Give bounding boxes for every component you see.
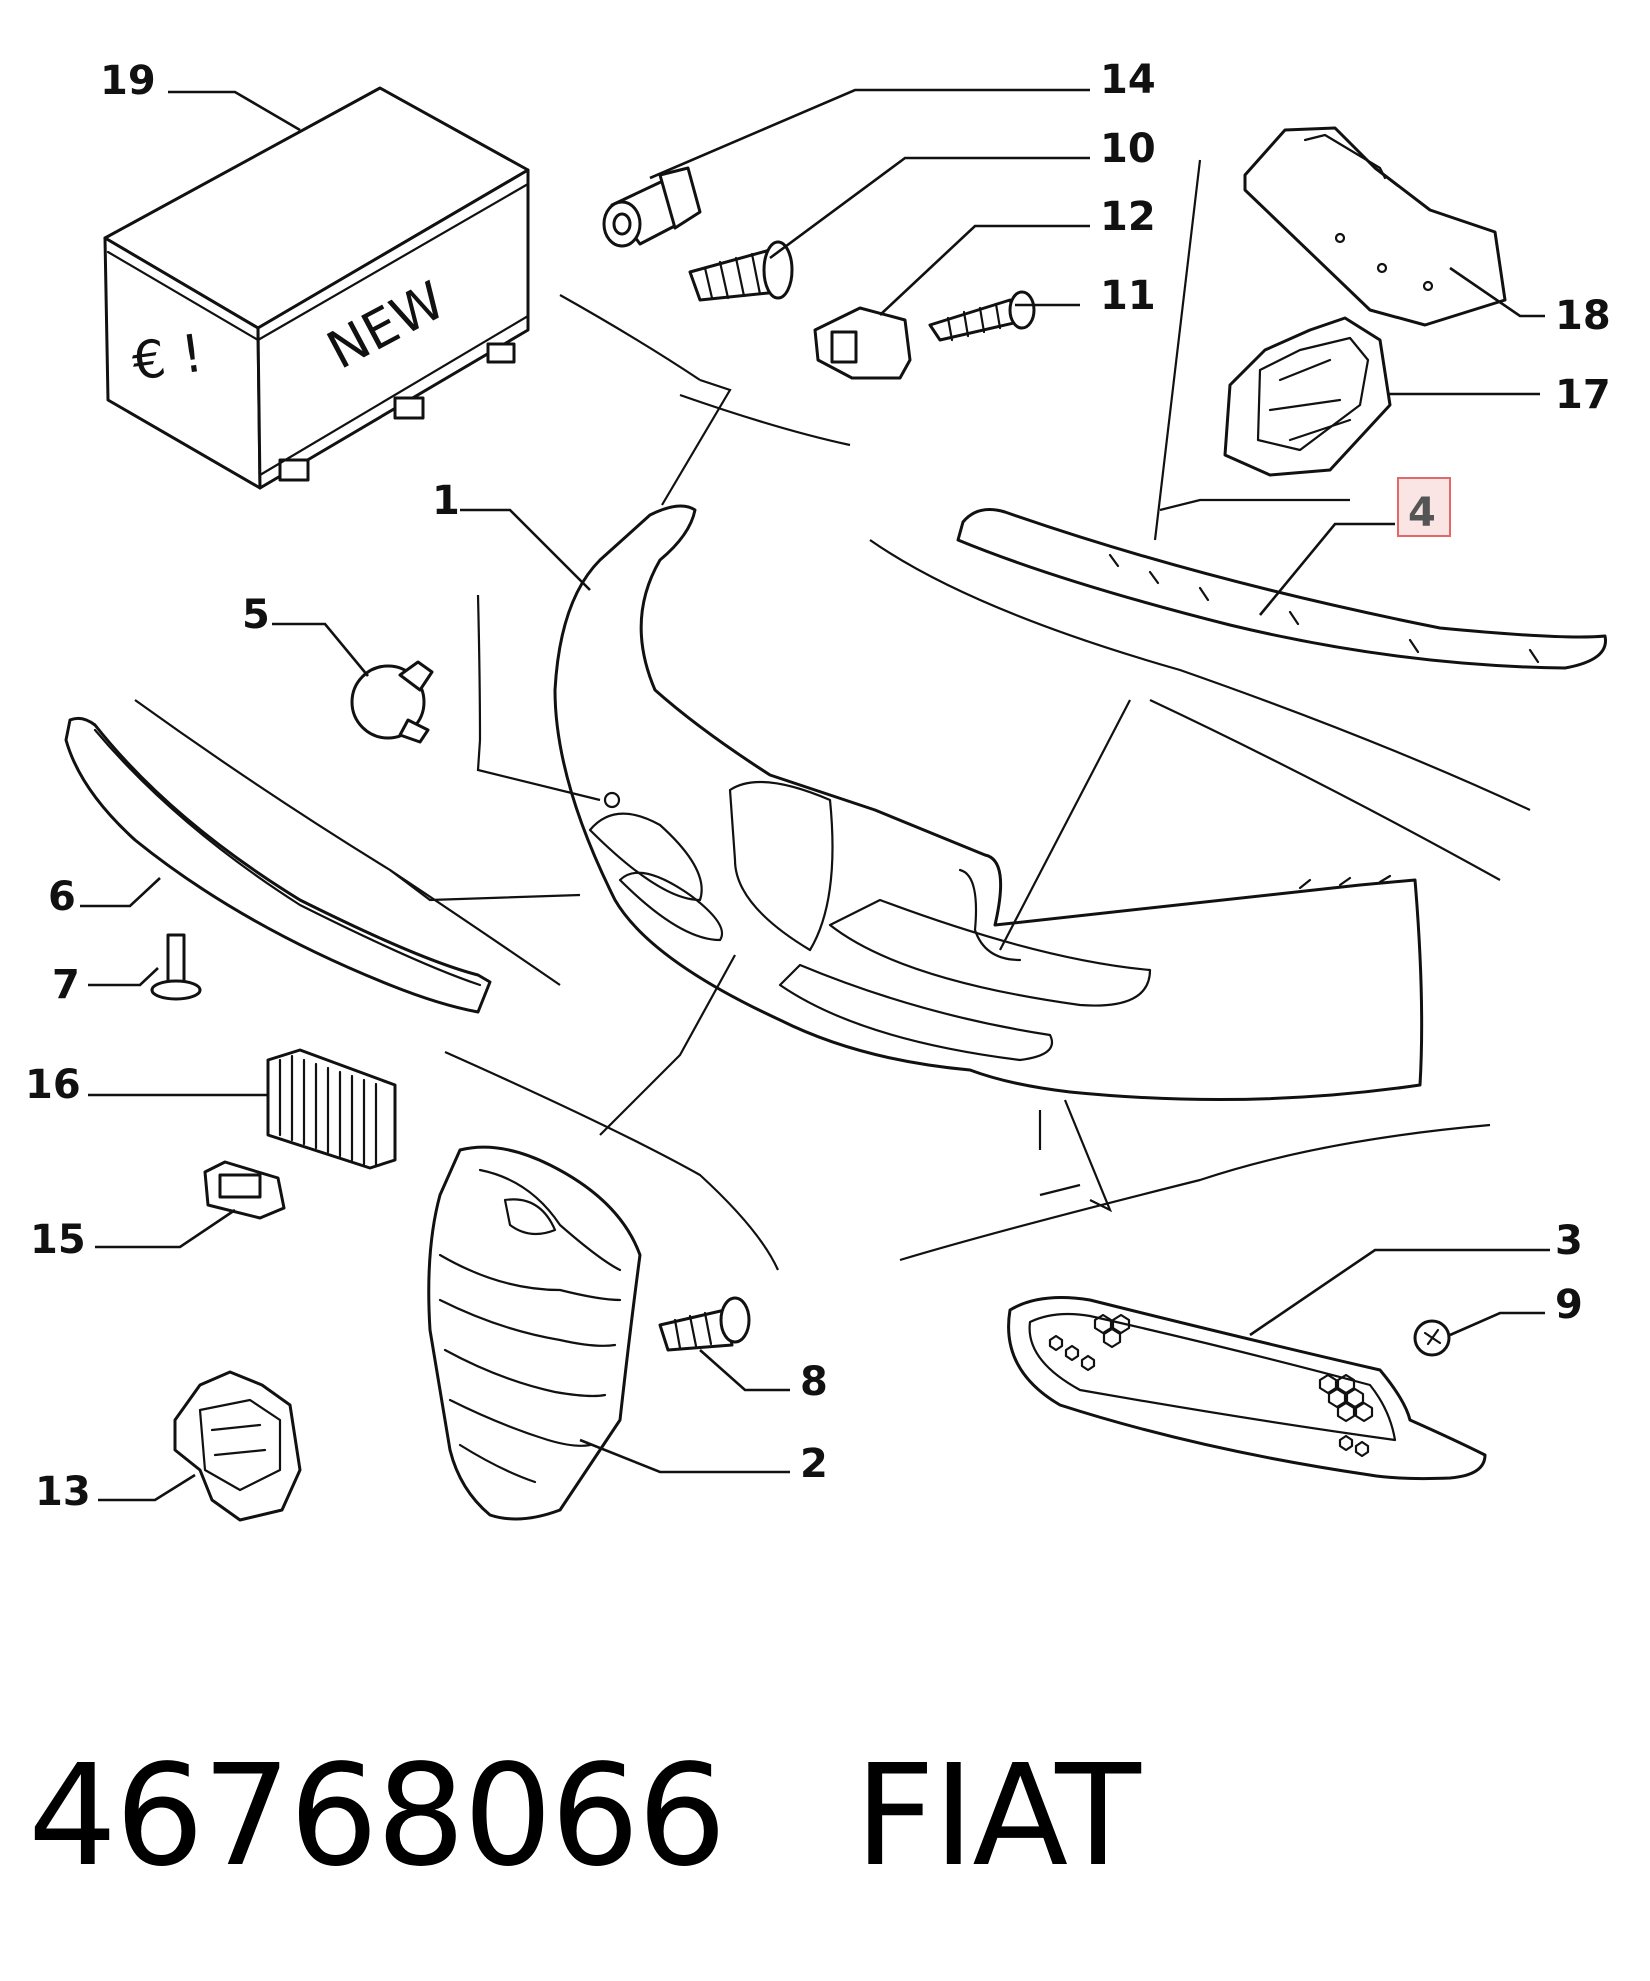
part-number-footer: 46768066 FIAT — [28, 1735, 1141, 1898]
part-13-mount — [173, 1370, 302, 1522]
part-6-trim-strip — [64, 716, 492, 1014]
part-14-nut-insert — [602, 166, 702, 248]
part-2-grille — [427, 1145, 642, 1521]
crate-currency-mark: € ! — [128, 324, 206, 393]
context-lines — [134, 294, 1531, 1271]
callout-12: 12 — [1100, 194, 1156, 240]
callout-labels: 19 14 10 12 11 18 17 1 4 5 6 7 16 15 3 9… — [25, 57, 1611, 1515]
part-12-clip — [813, 306, 912, 380]
part-number: 46768066 — [28, 1735, 727, 1898]
callout-13: 13 — [35, 1469, 91, 1515]
part-1-bumper — [553, 504, 1424, 1102]
callout-15: 15 — [30, 1217, 86, 1263]
assembly-guides — [389, 159, 1350, 1213]
callout-19: 19 — [100, 58, 156, 104]
callout-1: 1 — [432, 478, 460, 524]
part-3-lower-grille — [1007, 1296, 1487, 1481]
part-18-bracket — [1243, 126, 1507, 327]
part-19-crate: € ! NEW — [103, 86, 530, 490]
part-7-pin — [150, 933, 202, 1001]
callout-18: 18 — [1555, 293, 1611, 339]
callout-5: 5 — [242, 592, 270, 638]
callout-6: 6 — [48, 874, 76, 920]
callout-9: 9 — [1555, 1282, 1583, 1328]
callout-14: 14 — [1100, 57, 1156, 103]
callout-4: 4 — [1408, 490, 1436, 536]
part-8-screw — [658, 1296, 751, 1352]
callout-16: 16 — [25, 1062, 81, 1108]
callout-7: 7 — [52, 962, 80, 1008]
part-9-clip — [1413, 1319, 1451, 1357]
callout-2: 2 — [800, 1441, 828, 1487]
callout-8: 8 — [800, 1359, 828, 1405]
honeycomb-pattern — [1048, 1313, 1374, 1458]
part-10-screw — [688, 240, 794, 302]
callout-10: 10 — [1100, 126, 1156, 172]
part-11-screw — [928, 290, 1036, 342]
callout-3: 3 — [1555, 1218, 1583, 1264]
part-4-trim-strip — [956, 508, 1607, 670]
leader-lines — [80, 88, 1550, 1502]
part-17-mount — [1223, 316, 1392, 477]
brand-name: FIAT — [854, 1735, 1141, 1898]
part-5-cap — [350, 660, 434, 744]
callout-11: 11 — [1100, 273, 1156, 319]
callout-4-highlight — [1397, 477, 1451, 537]
part-16-grille-insert — [266, 1048, 397, 1170]
callout-17: 17 — [1555, 372, 1611, 418]
part-15-clip — [203, 1160, 286, 1220]
